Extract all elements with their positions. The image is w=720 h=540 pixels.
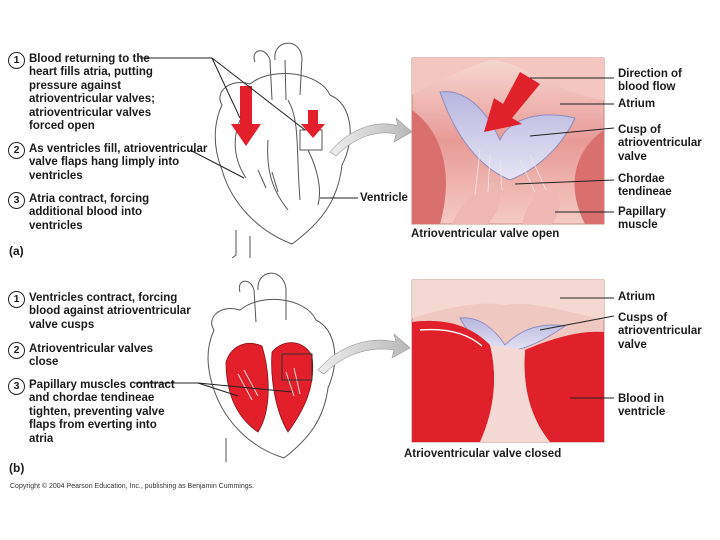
label-direction-of-blood-flow: Direction of blood flow [618,68,682,94]
label-cusps: Cusps of atrioventricular valve [618,312,702,351]
step-b-2: 2 Atrioventricular valves close [8,342,208,370]
step-number: 1 [8,291,25,308]
step-text: As ventricles fill, atrioventricular val… [29,143,208,182]
label-cusp: Cusp of atrioventricular valve [618,124,702,163]
step-number: 3 [8,378,25,395]
panel-label-b: (b) [9,461,25,475]
label-papillary-muscle: Papillary muscle [618,206,666,232]
valve-closed-illustration [411,279,605,443]
blood-flow-arrow-left [231,86,261,146]
step-text: Ventricles contract, forcing blood again… [29,292,191,331]
caption-valve-open: Atrioventricular valve open [411,228,560,240]
label-atrium-a: Atrium [618,98,656,110]
step-number: 2 [8,142,25,159]
heart-outline-open [214,42,351,259]
step-a-3: 3 Atria contract, forcing additional blo… [8,192,208,233]
blood-flow-arrow-right [301,110,325,138]
zoom-box-b [281,353,313,381]
panel-label-a: (a) [9,244,24,258]
step-text: Blood returning to the heart fills atria… [29,53,155,133]
label-chordae-tendineae: Chordae tendineae [618,173,672,199]
step-a-2: 2 As ventricles fill, atrioventricular v… [8,142,208,183]
step-number: 1 [8,52,25,69]
step-a-1: 1 Blood returning to the heart fills atr… [8,52,208,133]
step-number: 3 [8,192,25,209]
step-text: Atria contract, forcing additional blood… [29,193,150,232]
heart-outline-closed [207,272,336,462]
step-number: 2 [8,342,25,359]
direction-of-blood-flow-arrow [484,72,540,132]
step-text: Atrioventricular valves close [29,343,154,369]
label-atrium-b: Atrium [618,291,656,303]
ventricle-label: Ventricle [360,192,408,204]
zoom-arrow-a [329,117,413,157]
step-b-3: 3 Papillary muscles contract and chordae… [8,378,208,446]
zoom-arrow-b [317,333,411,375]
step-text: Papillary muscles contract and chordae t… [29,379,175,445]
valve-open-illustration [411,57,605,225]
label-blood-in-ventricle: Blood in ventricle [618,393,666,419]
copyright: Copyright © 2004 Pearson Education, Inc.… [10,483,255,490]
right-ventricle-blood [271,342,314,433]
caption-valve-closed: Atrioventricular valve closed [404,448,562,460]
step-b-1: 1 Ventricles contract, forcing blood aga… [8,291,208,332]
